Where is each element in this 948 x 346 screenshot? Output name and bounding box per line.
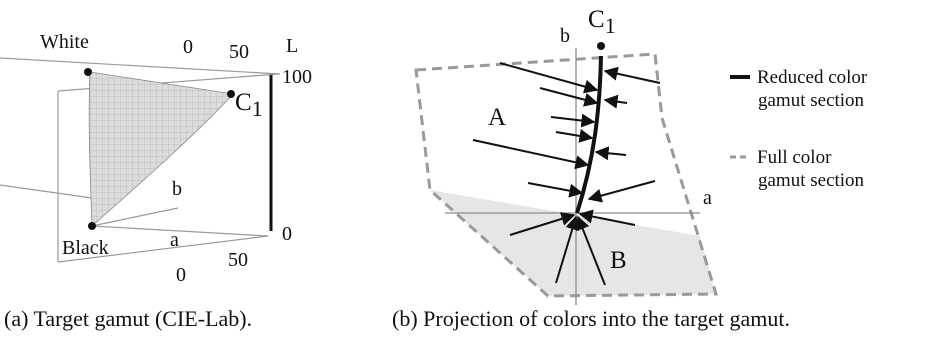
tick-top-0: 0 [183, 36, 193, 58]
tick-bottom-0: 0 [176, 264, 186, 286]
black-point [88, 222, 96, 230]
c1-point-left [227, 90, 235, 98]
tick-top-50: 50 [229, 41, 249, 63]
c1-label-right: C1 [588, 6, 616, 38]
panel-b-projection: C1 b a A B Reduced color gamut section F… [392, 6, 868, 331]
axis-a-label-right: a [703, 187, 712, 209]
caption-a: (a) Target gamut (CIE-Lab). [4, 306, 252, 331]
c1-label-left: C1 [235, 89, 263, 121]
white-label: White [40, 31, 89, 53]
gamut-surface [88, 71, 234, 227]
legend: Reduced color gamut section Full color g… [730, 67, 868, 191]
tick-bottom-50: 50 [228, 249, 248, 271]
c1-point-right [597, 42, 605, 50]
axis-b-label-right: b [560, 25, 570, 47]
axis-b-label-left: b [172, 178, 182, 200]
legend-reduced-line2: gamut section [758, 90, 865, 111]
panel-a-target-gamut: White Black C1 L 0 50 100 0 b a 0 50 (a)… [0, 31, 312, 331]
region-b-label: B [610, 247, 627, 274]
legend-reduced-line1: Reduced color [757, 67, 868, 88]
reduced-gamut-curve [575, 55, 603, 214]
white-point [84, 68, 92, 76]
projection-arrows-a [472, 62, 599, 198]
black-label: Black [62, 237, 109, 259]
region-a-label: A [488, 104, 506, 131]
legend-full-line2: gamut section [758, 170, 865, 191]
tick-L-0: 0 [282, 223, 292, 245]
axis-L-label: L [286, 35, 298, 57]
projection-arrows-right [587, 66, 661, 203]
full-gamut-outline [414, 52, 719, 298]
projection-arrows-b [509, 209, 636, 286]
tick-L-100: 100 [282, 66, 312, 88]
axis-a-label-left: a [170, 229, 179, 251]
region-b-shading [430, 190, 716, 296]
legend-full-line1: Full color [757, 147, 832, 168]
caption-b: (b) Projection of colors into the target… [392, 306, 790, 331]
